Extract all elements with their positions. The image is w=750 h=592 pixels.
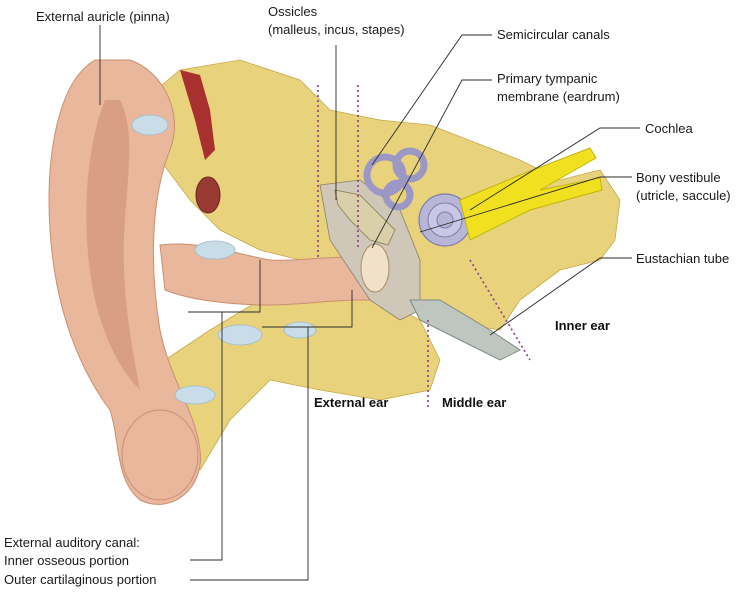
label-cochlea: Cochlea xyxy=(645,121,693,136)
region-dividers xyxy=(317,85,531,410)
auricle-fold xyxy=(86,100,140,390)
label-inner-ear: Inner ear xyxy=(555,318,610,333)
bone-cells xyxy=(131,114,317,405)
label-tympanic: Primary tympanic xyxy=(497,71,598,86)
inner-ear-labyrinth xyxy=(363,147,428,211)
label-ossicles: Ossicles xyxy=(268,4,318,19)
blood-vessel xyxy=(180,70,215,160)
leader-lines xyxy=(99,25,640,581)
auricle xyxy=(48,59,201,505)
eustachian-tube-shape xyxy=(409,299,521,361)
earlobe xyxy=(121,409,199,501)
label-canal-osseous: Inner osseous portion xyxy=(4,553,129,568)
eardrum xyxy=(360,243,390,293)
vein-section xyxy=(195,176,221,214)
vestibulocochlear-nerve xyxy=(459,147,603,241)
label-semicircular-canals: Semicircular canals xyxy=(497,27,610,42)
label-middle-ear: Middle ear xyxy=(442,395,506,410)
cochlea-shape xyxy=(418,193,472,247)
ossicles xyxy=(334,189,396,246)
label-canal-cartilaginous: Outer cartilaginous portion xyxy=(4,572,156,587)
label-eustachian-tube: Eustachian tube xyxy=(636,251,729,266)
label-external-ear: External ear xyxy=(314,395,388,410)
label-bony-vestibule: Bony vestibule xyxy=(636,170,721,185)
label-external-auricle: External auricle (pinna) xyxy=(36,9,170,24)
ear-illustration xyxy=(48,59,621,505)
label-ossicles-detail: (malleus, incus, stapes) xyxy=(268,22,405,37)
label-canal: External auditory canal: xyxy=(4,535,140,550)
label-tympanic-detail: membrane (eardrum) xyxy=(497,89,620,104)
label-bony-vestibule-detail: (utricle, saccule) xyxy=(636,188,731,203)
